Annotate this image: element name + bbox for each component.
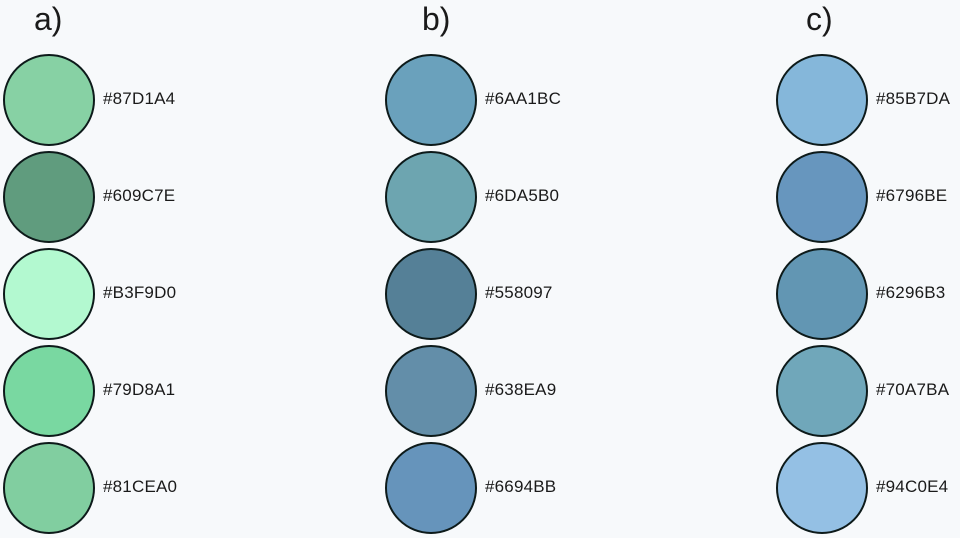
swatch-row: #6DA5B0 <box>385 151 580 243</box>
palette-b: b) #6AA1BC #6DA5B0 #558097 #638EA9 #6694… <box>382 0 582 538</box>
hex-code-label: #85B7DA <box>876 89 951 108</box>
color-swatch <box>385 151 477 243</box>
swatch-row: #85B7DA <box>776 54 960 146</box>
hex-code-label: #6296B3 <box>876 283 946 302</box>
palette-label: a) <box>34 1 63 37</box>
hex-code-label: #609C7E <box>103 186 176 205</box>
color-swatch <box>3 151 95 243</box>
swatch-row: #87D1A4 <box>3 54 198 146</box>
color-swatch <box>776 345 868 437</box>
color-swatch <box>3 442 95 534</box>
color-swatch <box>776 151 868 243</box>
hex-code-label: #87D1A4 <box>103 89 176 108</box>
swatch-row: #94C0E4 <box>776 442 960 534</box>
hex-code-label: #6DA5B0 <box>485 186 560 205</box>
hex-code-label: #94C0E4 <box>876 477 949 496</box>
hex-code-label: #6796BE <box>876 186 948 205</box>
color-swatch <box>776 54 868 146</box>
color-swatch <box>3 248 95 340</box>
palette-label: c) <box>806 1 833 37</box>
color-swatch <box>776 442 868 534</box>
swatch-row: #6296B3 <box>776 248 960 340</box>
color-swatch <box>776 248 868 340</box>
swatch-row: #558097 <box>385 248 580 340</box>
hex-code-label: #79D8A1 <box>103 380 176 399</box>
color-swatch <box>385 442 477 534</box>
hex-code-label: #6AA1BC <box>485 89 562 108</box>
color-swatch <box>385 248 477 340</box>
hex-code-label: #B3F9D0 <box>103 283 177 302</box>
swatch-row: #6796BE <box>776 151 960 243</box>
hex-code-label: #638EA9 <box>485 380 557 399</box>
color-swatch <box>385 345 477 437</box>
swatch-row: #638EA9 <box>385 345 580 437</box>
color-swatch <box>3 345 95 437</box>
swatch-row: #609C7E <box>3 151 198 243</box>
palette-label: b) <box>422 1 451 37</box>
swatch-row: #81CEA0 <box>3 442 198 534</box>
color-swatch <box>3 54 95 146</box>
palette-a: a) #87D1A4 #609C7E #B3F9D0 #79D8A1 #81CE… <box>0 0 200 538</box>
swatch-row: #6694BB <box>385 442 580 534</box>
palette-c: c) #85B7DA #6796BE #6296B3 #70A7BA #94C0… <box>773 0 960 538</box>
swatch-row: #70A7BA <box>776 345 960 437</box>
swatch-row: #79D8A1 <box>3 345 198 437</box>
hex-code-label: #81CEA0 <box>103 477 178 496</box>
hex-code-label: #558097 <box>485 283 553 302</box>
swatch-row: #6AA1BC <box>385 54 580 146</box>
color-swatch <box>385 54 477 146</box>
hex-code-label: #70A7BA <box>876 380 950 399</box>
hex-code-label: #6694BB <box>485 477 557 496</box>
swatch-row: #B3F9D0 <box>3 248 198 340</box>
